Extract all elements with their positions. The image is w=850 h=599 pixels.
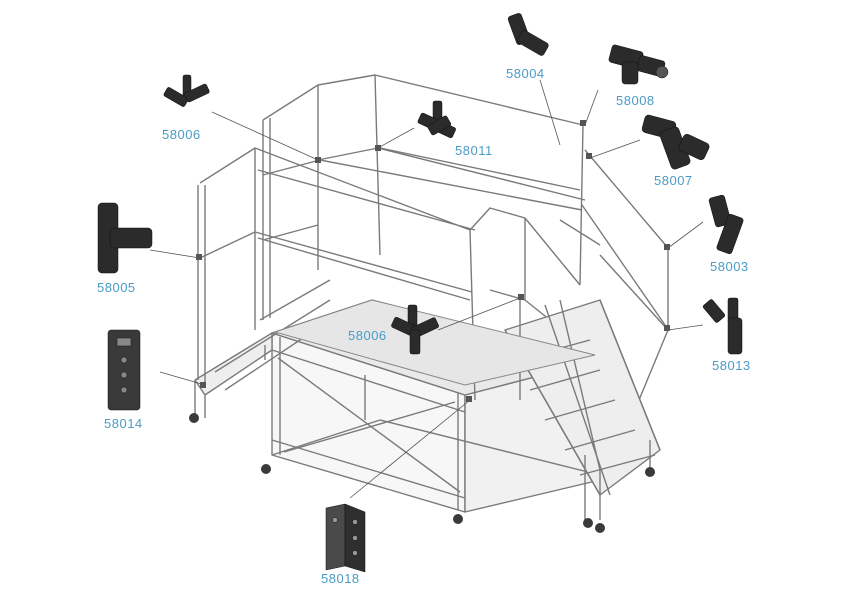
- part-label-58003: 58003: [710, 259, 749, 274]
- part-label-58011: 58011: [455, 143, 493, 158]
- part-label-58005: 58005: [97, 280, 136, 295]
- angle-bracket-icon: [325, 503, 366, 573]
- four-way-fitting-icon: [417, 100, 456, 139]
- cross-fitting-icon: [391, 304, 439, 355]
- cross-fitting-icon: [163, 74, 210, 107]
- y-branch-fitting-icon: [702, 297, 743, 355]
- part-label-58013: 58013: [712, 358, 751, 373]
- elbow-fitting-icon: [507, 13, 549, 56]
- part-label-58004: 58004: [506, 66, 545, 81]
- part-label-58018: 58018: [321, 571, 360, 586]
- part-label-58006-top: 58006: [162, 127, 201, 142]
- tee-fitting-icon: [97, 202, 153, 274]
- three-way-elbow-fitting-icon: [608, 44, 669, 85]
- platform-deck: [273, 299, 596, 386]
- casters: [189, 413, 655, 533]
- angled-tee-fitting-icon: [641, 114, 710, 170]
- frame-joints: [196, 120, 670, 402]
- part-label-58007: 58007: [654, 173, 693, 188]
- leader-lines: [149, 79, 704, 499]
- part-label-58006-mid: 58006: [348, 328, 387, 343]
- part-label-58008: 58008: [616, 93, 655, 108]
- part-label-58014: 58014: [104, 416, 143, 431]
- angle-elbow-fitting-icon: [708, 194, 744, 254]
- base-bracket-icon: [107, 329, 141, 411]
- handrail-front-left: [197, 147, 476, 401]
